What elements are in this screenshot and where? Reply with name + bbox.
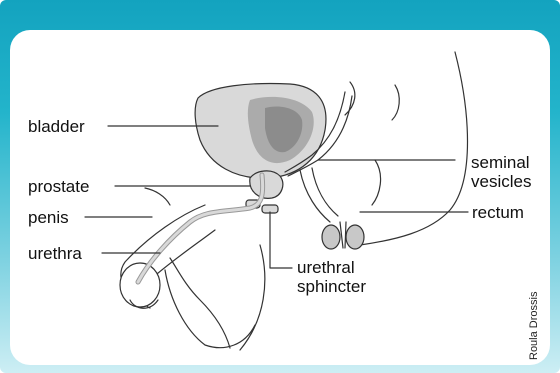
- body-outline: [360, 52, 468, 245]
- label-seminal-vesicles: seminal vesicles: [471, 153, 531, 191]
- abdomen-line: [145, 188, 170, 205]
- anal-sphincter-right: [346, 225, 364, 249]
- urethra-tube: [138, 175, 263, 282]
- label-urethra: urethra: [28, 244, 82, 263]
- leg-outline: [240, 245, 265, 350]
- urethra-tube-core: [138, 175, 263, 282]
- label-rectum: rectum: [472, 203, 524, 222]
- sphincter-leader: [270, 212, 292, 268]
- label-bladder: bladder: [28, 117, 85, 136]
- prostate-shape: [250, 171, 283, 198]
- rectum-wall-2: [312, 168, 338, 216]
- label-seminal-line1: seminal: [471, 153, 531, 172]
- rectum-wall: [300, 170, 330, 222]
- glans: [120, 263, 160, 307]
- back-curve-2: [392, 85, 399, 120]
- illustrator-credit: Roula Drossis: [528, 292, 540, 360]
- hip-curve: [372, 160, 381, 205]
- label-sphincter-line1: urethral: [297, 258, 366, 277]
- anal-canal: [340, 222, 346, 248]
- anal-sphincter-left: [322, 225, 340, 249]
- label-urethral-sphincter: urethral sphincter: [297, 258, 366, 296]
- label-penis: penis: [28, 208, 69, 227]
- label-seminal-line2: vesicles: [471, 172, 531, 191]
- thigh-outline: [170, 258, 230, 348]
- label-sphincter-line2: sphincter: [297, 277, 366, 296]
- scrotum-outline: [165, 270, 255, 348]
- label-prostate: prostate: [28, 177, 89, 196]
